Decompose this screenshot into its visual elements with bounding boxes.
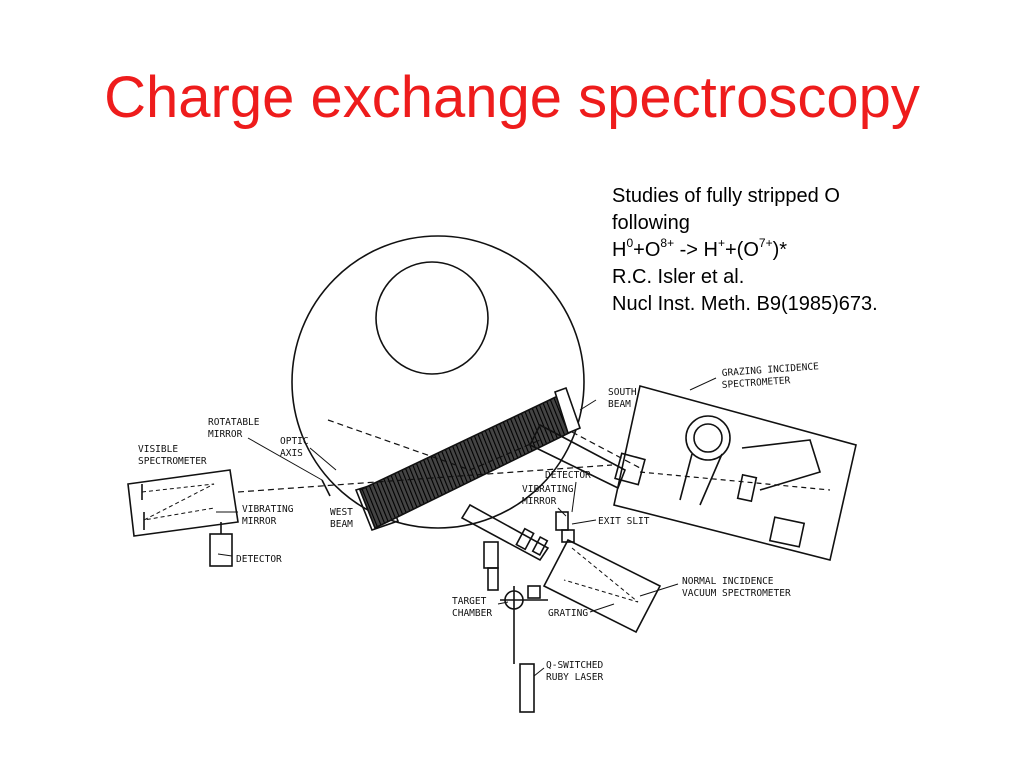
label-grating: GRATING: [548, 608, 588, 619]
label-laser-1: Q-SWITCHED: [546, 660, 603, 671]
label-laser-2: RUBY LASER: [546, 672, 603, 683]
slide-title: Charge exchange spectroscopy: [104, 65, 920, 130]
visible-detector: [209, 533, 233, 567]
grazing-arm: [679, 453, 723, 506]
grazing-beam-path: [639, 471, 831, 491]
rotatable-mirror: [321, 479, 331, 497]
citation-reference: Nucl Inst. Meth. B9(1985)673.: [612, 293, 878, 315]
target-flange: [527, 585, 541, 599]
leader-south: [579, 399, 597, 411]
label-normal-2: VACUUM SPECTROMETER: [682, 588, 791, 599]
leader-optic: [309, 447, 337, 471]
grazing-rowland-circle: [685, 415, 731, 461]
visible-internal-rays: [141, 483, 215, 521]
south-beam-port: [554, 386, 582, 435]
duct-valve-1: [515, 527, 535, 551]
target-column-mid: [487, 567, 499, 591]
label-vibmirror-r1: VIBRATING: [522, 484, 574, 495]
leader-rotatable: [247, 437, 323, 481]
reaction-sup: 7+: [758, 236, 773, 251]
label-rotatable-1: ROTATABLE: [208, 417, 260, 428]
ruby-laser: [519, 663, 535, 713]
visible-spectrometer-box: [127, 469, 239, 537]
label-west-2: BEAM: [330, 519, 353, 530]
label-west-1: WEST: [330, 507, 353, 518]
citation-line-1: Studies of fully stripped O: [612, 185, 840, 207]
grazing-detector-box: [768, 516, 806, 548]
torus-inner: [375, 261, 489, 375]
port-sightline: [327, 419, 541, 471]
label-south-2: BEAM: [608, 399, 631, 410]
citation-block: Studies of fully stripped O following H0…: [612, 183, 1012, 318]
reaction-part: -> H: [674, 239, 718, 261]
label-rotatable-2: MIRROR: [208, 429, 243, 440]
leader-grating: [589, 603, 615, 613]
leader-normal: [639, 583, 679, 597]
reaction-part: )*: [772, 239, 788, 261]
reaction-part: +(O: [725, 239, 759, 261]
label-optic-1: OPTIC: [280, 436, 309, 447]
duct-valve-2: [531, 535, 549, 557]
label-south-1: SOUTH: [608, 387, 637, 398]
label-visible-2: SPECTROMETER: [138, 456, 207, 467]
leader-detector-left: [217, 553, 233, 557]
target-cross: [500, 586, 548, 614]
reaction-sup: 0: [626, 236, 634, 251]
target-column-top: [483, 541, 499, 569]
label-vibmirror-l1: VIBRATING: [242, 504, 294, 515]
optic-axis-line: [237, 464, 613, 493]
normal-detector: [561, 529, 575, 543]
label-grazing-2: SPECTROMETER: [721, 375, 791, 391]
label-detector-top: DETECTOR: [545, 470, 591, 481]
reaction-part: +O: [633, 239, 661, 261]
grazing-rowland-inner: [693, 423, 723, 453]
leader-target: [497, 601, 509, 605]
label-target-2: CHAMBER: [452, 608, 492, 619]
citation-line-2: following: [612, 212, 690, 234]
reaction-sup: 8+: [660, 236, 675, 251]
grazing-slit-block: [614, 452, 646, 486]
leader-exit-slit: [571, 519, 597, 525]
label-detector-left: DETECTOR: [236, 554, 282, 565]
leader-grazing: [689, 377, 717, 391]
reaction-sup: +: [717, 236, 725, 251]
label-normal-1: NORMAL INCIDENCE: [682, 576, 774, 587]
citation-authors: R.C. Isler et al.: [612, 266, 745, 288]
leader-vib-right: [557, 507, 567, 517]
grazing-detector-arm: [741, 439, 822, 491]
label-vibmirror-r2: MIRROR: [522, 496, 557, 507]
normal-internal-rays: [563, 547, 639, 603]
normal-spectrometer-box: [542, 538, 662, 634]
exit-slit-block: [555, 511, 569, 531]
torus-outer: [291, 235, 585, 529]
label-target-1: TARGET: [452, 596, 487, 607]
reaction-equation: H0+O8+ -> H++(O7+)*: [612, 237, 1012, 264]
label-visible-1: VISIBLE: [138, 444, 178, 455]
leader-detector-top: [571, 481, 577, 513]
south-sightline: [571, 431, 641, 469]
label-optic-2: AXIS: [280, 448, 303, 459]
reaction-part: H: [612, 239, 627, 261]
label-exit-slit: EXIT SLIT: [598, 516, 650, 527]
leader-laser: [533, 667, 545, 677]
grazing-grating-block: [736, 473, 758, 503]
grazing-spectrometer-box: [613, 385, 857, 561]
label-vibmirror-l2: MIRROR: [242, 516, 277, 527]
